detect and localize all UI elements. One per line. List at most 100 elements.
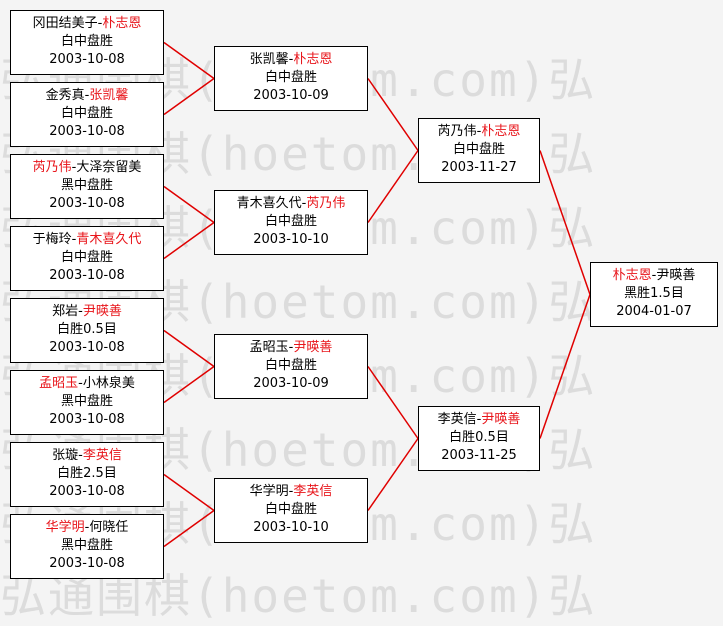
match-box-r2-3: 孟昭玉-尹暎善白中盘胜 2003-10-09 xyxy=(214,334,368,399)
connector-line-r1-5-to-r2-3 xyxy=(163,329,215,368)
match-players: 孟昭玉-尹暎善 xyxy=(215,339,367,357)
player-black: 华学明 xyxy=(249,484,289,499)
match-players: 李英信-尹暎善 xyxy=(419,411,539,429)
bracket-connector-lines xyxy=(163,41,591,548)
match-date: 2003-10-08 xyxy=(49,484,125,499)
player-black: 芮乃伟 xyxy=(437,124,477,139)
match-date: 2003-11-25 xyxy=(441,448,517,463)
player-black: 李英信 xyxy=(437,412,477,427)
player-white: 大泽奈留美 xyxy=(76,160,142,175)
player-black: 朴志恩 xyxy=(612,268,652,283)
match-players: 郑岩-尹暎善 xyxy=(11,303,163,321)
player-white: 何晓任 xyxy=(89,520,129,535)
connector-line-r1-6-to-r2-3 xyxy=(163,365,215,404)
match-result: 黑胜1.5目 xyxy=(624,286,684,301)
player-black: 郑岩 xyxy=(52,304,79,319)
match-players: 朴志恩-尹暎善 xyxy=(591,267,717,285)
match-result: 白胜2.5目 xyxy=(57,466,117,481)
match-date: 2003-10-08 xyxy=(49,340,125,355)
player-separator: - xyxy=(71,232,77,247)
connector-line-r1-7-to-r2-4 xyxy=(163,473,215,512)
match-result: 白中盘胜 xyxy=(264,358,317,373)
player-black: 华学明 xyxy=(45,520,85,535)
connector-line-r2-2-to-r3-1 xyxy=(367,150,419,223)
player-white: 李英信 xyxy=(293,484,333,499)
player-black: 于梅玲 xyxy=(32,232,72,247)
player-white: 张凯馨 xyxy=(89,88,129,103)
player-white: 尹暎善 xyxy=(293,340,333,355)
player-separator: - xyxy=(651,268,657,283)
match-result: 黑中盘胜 xyxy=(60,538,113,553)
match-box-r3-1: 芮乃伟-朴志恩白中盘胜 2003-11-27 xyxy=(418,118,540,183)
player-black: 芮乃伟 xyxy=(32,160,72,175)
match-box-final: 朴志恩-尹暎善黑胜1.5目 2004-01-07 xyxy=(590,262,718,327)
match-players: 于梅玲-青木喜久代 xyxy=(11,231,163,249)
match-players: 芮乃伟-朴志恩 xyxy=(419,123,539,141)
connector-line-r3-2-to-final xyxy=(539,294,591,439)
player-black: 张璇 xyxy=(52,448,79,463)
match-players: 芮乃伟-大泽奈留美 xyxy=(11,159,163,177)
match-box-r1-6: 孟昭玉-小林泉美黑中盘胜 2003-10-08 xyxy=(10,370,164,435)
match-players: 金秀真-张凯馨 xyxy=(11,87,163,105)
connector-line-r1-2-to-r2-1 xyxy=(163,77,215,116)
match-result: 黑中盘胜 xyxy=(60,178,113,193)
match-box-r1-4: 于梅玲-青木喜久代白中盘胜 2003-10-08 xyxy=(10,226,164,291)
player-white: 尹暎善 xyxy=(82,304,122,319)
match-players: 华学明-李英信 xyxy=(215,483,367,501)
player-separator: - xyxy=(84,520,90,535)
match-players: 青木喜久代-芮乃伟 xyxy=(215,195,367,213)
player-separator: - xyxy=(301,196,307,211)
match-result: 白胜0.5目 xyxy=(449,430,509,445)
match-result: 白中盘胜 xyxy=(264,502,317,517)
match-result: 白中盘胜 xyxy=(60,250,113,265)
match-date: 2003-10-08 xyxy=(49,52,125,67)
player-separator: - xyxy=(71,160,77,175)
player-white: 芮乃伟 xyxy=(306,196,346,211)
player-white: 朴志恩 xyxy=(481,124,521,139)
player-white: 尹暎善 xyxy=(481,412,521,427)
connector-line-r1-4-to-r2-2 xyxy=(163,221,215,260)
player-black: 张凯馨 xyxy=(249,52,289,67)
match-date: 2003-11-27 xyxy=(441,160,517,175)
connector-line-r1-3-to-r2-2 xyxy=(163,185,215,224)
match-date: 2004-01-07 xyxy=(616,304,692,319)
match-date: 2003-10-10 xyxy=(253,520,329,535)
match-box-r1-1: 冈田结美子-朴志恩白中盘胜 2003-10-08 xyxy=(10,10,164,75)
match-date: 2003-10-10 xyxy=(253,232,329,247)
connector-line-r3-1-to-final xyxy=(539,150,591,295)
match-players: 孟昭玉-小林泉美 xyxy=(11,375,163,393)
match-players: 张凯馨-朴志恩 xyxy=(215,51,367,69)
match-result: 白中盘胜 xyxy=(60,106,113,121)
match-date: 2003-10-08 xyxy=(49,412,125,427)
match-players: 华学明-何晓任 xyxy=(11,519,163,537)
match-date: 2003-10-09 xyxy=(253,88,329,103)
match-result: 白中盘胜 xyxy=(60,34,113,49)
match-date: 2003-10-08 xyxy=(49,124,125,139)
match-date: 2003-10-08 xyxy=(49,268,125,283)
player-separator: - xyxy=(84,88,90,103)
connector-line-r1-1-to-r2-1 xyxy=(163,41,215,80)
match-players: 冈田结美子-朴志恩 xyxy=(11,15,163,33)
match-box-r2-1: 张凯馨-朴志恩白中盘胜 2003-10-09 xyxy=(214,46,368,111)
match-date: 2003-10-09 xyxy=(253,376,329,391)
player-black: 孟昭玉 xyxy=(249,340,289,355)
match-result: 黑中盘胜 xyxy=(60,394,113,409)
player-black: 青木喜久代 xyxy=(236,196,302,211)
player-black: 金秀真 xyxy=(45,88,85,103)
match-box-r1-7: 张璇-李英信白胜2.5目 2003-10-08 xyxy=(10,442,164,507)
player-white: 朴志恩 xyxy=(293,52,333,67)
player-separator: - xyxy=(476,412,482,427)
player-white: 小林泉美 xyxy=(82,376,135,391)
connector-line-r2-3-to-r3-2 xyxy=(367,366,419,439)
match-date: 2003-10-08 xyxy=(49,196,125,211)
match-result: 白中盘胜 xyxy=(264,70,317,85)
player-white: 李英信 xyxy=(82,448,122,463)
match-result: 白中盘胜 xyxy=(452,142,505,157)
player-separator: - xyxy=(78,448,83,463)
player-separator: - xyxy=(78,376,83,391)
